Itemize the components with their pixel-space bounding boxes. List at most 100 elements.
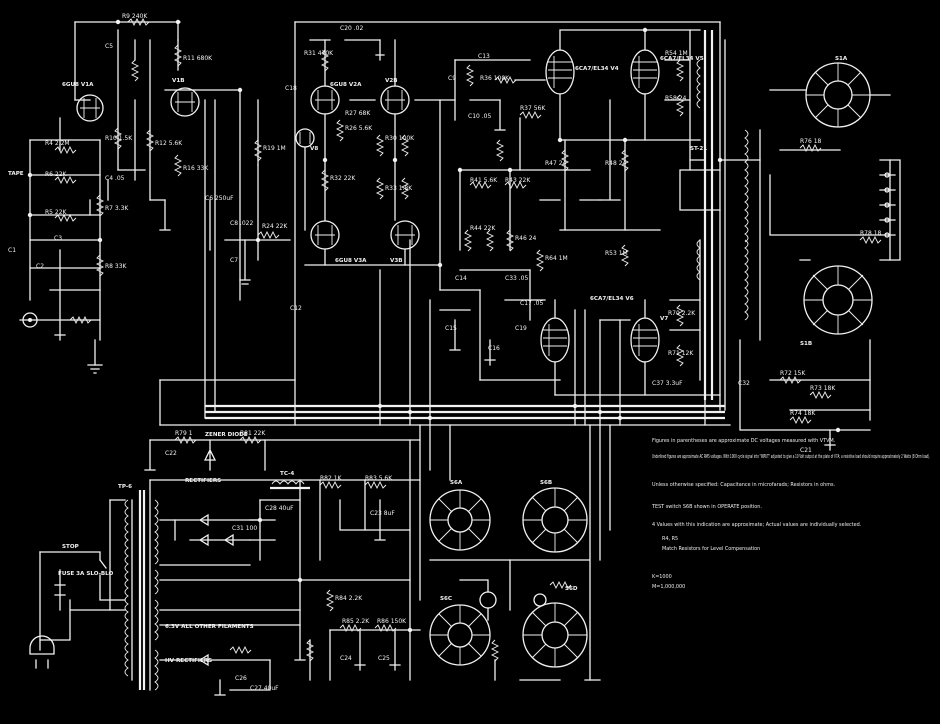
resistor-label: R32 22K (330, 175, 356, 182)
resistor-label: R74 18K (790, 410, 816, 417)
zener-label: ZENER DIODE (205, 432, 248, 438)
note-line: M=1,000,000 (652, 584, 685, 590)
resistor-label: R84 2.2K (335, 595, 363, 602)
capacitor-label: C22 (165, 450, 177, 457)
capacitor-label: C8 .022 (230, 220, 253, 227)
capacitor-label: C17 .05 (520, 300, 543, 307)
capacitor-label: C7 (230, 257, 238, 264)
resistor-label: R43 22K (505, 177, 531, 184)
tube-label: 6GU8 V1A (62, 82, 94, 88)
resistor-label: R79 1 (175, 430, 193, 437)
capacitor-label: C31 100 (232, 525, 257, 532)
tube-label: 6CA7/EL34 V4 (575, 66, 619, 72)
resistor-label: R73 18K (810, 385, 836, 392)
resistor-label: R10 1.5K (105, 135, 133, 142)
capacitor-label: C19 (515, 325, 527, 332)
resistor-label: R33 1.8K (385, 185, 413, 192)
capacitor-label: C37 3.3uF (652, 380, 683, 387)
tube-label: 6CA7/EL34 V6 (590, 296, 634, 302)
switch-label: S6A (450, 480, 463, 486)
resistor-symbols (54, 17, 882, 662)
resistor-label: R4 2.2M (45, 140, 70, 147)
capacitor-label: C2 (36, 263, 44, 270)
capacitor-label: C13 (478, 53, 490, 60)
resistor-label: R83 5.6K (365, 475, 393, 482)
resistor-label: R41 5.6K (470, 177, 498, 184)
resistor-label: R78 18 (860, 230, 882, 237)
resistor-label: R11 680K (183, 55, 213, 62)
tube-label: 6GU8 V2A (330, 82, 362, 88)
section-labels: TAPE FUSE 3A SLO-BLO STOP RECTIFIERS HV … (8, 56, 848, 664)
resistor-label: R24 22K (262, 223, 288, 230)
output-transformer (679, 30, 761, 400)
note-line: TEST switch S6B shown in OPERATE positio… (651, 504, 762, 510)
resistor-label: R30 100K (385, 135, 415, 142)
switch-label: S1A (835, 56, 848, 62)
resistor-label: R54 1M (665, 50, 688, 57)
capacitor-label: C27 40uF (250, 685, 279, 692)
driver-wiring (304, 29, 721, 396)
bus-lines (159, 21, 731, 426)
switch-label: S6D (565, 586, 578, 592)
note-line: Underlined figures are approximate AC RM… (652, 454, 930, 460)
capacitor-label: C6 250uF (205, 195, 234, 202)
tube-label: V2B (385, 78, 398, 84)
note-line: R4, R5 (662, 536, 678, 542)
resistor-label: R47 24 (545, 160, 567, 167)
power-supply (124, 424, 421, 696)
capacitor-label: C21 (800, 447, 812, 454)
capacitor-label: C24 (340, 655, 352, 662)
resistor-label: R64 1M (545, 255, 568, 262)
junction-dots (27, 19, 841, 633)
resistor-label: R70 2.2K (668, 310, 696, 317)
output-xfmr-label: ST-21 (690, 146, 707, 152)
capacitor-label: C28 40uF (265, 505, 294, 512)
resistor-label: R81 22K (240, 430, 266, 437)
rectifier-label: RECTIFIERS (185, 478, 221, 484)
capacitor-label: C18 (285, 85, 297, 92)
test-switches (429, 424, 611, 681)
tube-label: V3B (390, 258, 403, 264)
capacitor-label: C12 (290, 305, 302, 312)
capacitor-label: C20 .02 (340, 25, 363, 32)
resistor-label: R12 5.6K (155, 140, 183, 147)
capacitor-label: C26 (235, 675, 247, 682)
resistor-label: R82 1K (320, 475, 343, 482)
capacitor-label: C3 (54, 235, 62, 242)
capacitor-label: C1 (8, 247, 16, 254)
capacitor-label: C10 .05 (468, 113, 491, 120)
resistor-label: R86 150K (377, 618, 407, 625)
capacitor-label: C9 (448, 75, 456, 82)
resistor-label: R36 100K (480, 75, 510, 82)
capacitor-label: C5 (105, 43, 113, 50)
note-line: Unless otherwise specified: Capacitance … (652, 482, 836, 488)
switch-label: S6B (540, 480, 552, 486)
resistor-label: R7 3.3K (105, 205, 129, 212)
tape-label: TAPE (8, 171, 24, 177)
capacitor-label: C4 .05 (105, 175, 125, 182)
input-stage (19, 21, 291, 374)
switch-label: S6C (440, 596, 452, 602)
resistor-label: R9 240K (122, 13, 148, 20)
tube-label: V1B (172, 78, 185, 84)
capacitor-label: C16 (488, 345, 500, 352)
tube-label: 6CA7/EL34 V5 (660, 56, 704, 62)
resistor-label: R5 22K (45, 209, 68, 216)
capacitor-label: C23 8uF (370, 510, 395, 517)
capacitor-labels: C1 C2 C3 C4 .05 C5 C6 250uF C7 C8 .022 C… (8, 25, 812, 692)
resistor-label: R27 68K (345, 110, 371, 117)
component-labels: R9 240K R11 680K R31 470K R4 2.2M R6 22K… (45, 13, 882, 625)
mains-input (22, 312, 126, 669)
tube-label: 6GU8 V3A (335, 258, 367, 264)
selector-switches-right (739, 62, 901, 451)
tube-label: V7 (660, 316, 668, 322)
resistor-label: R31 470K (304, 50, 334, 57)
resistor-label: R85 2.2K (342, 618, 370, 625)
capacitor-label: C32 (738, 380, 750, 387)
hv-rectifier-label: HV RECTIFIERS (165, 658, 212, 664)
resistor-label: R71 12K (668, 350, 694, 357)
capacitor-label: C33 .05 (505, 275, 528, 282)
resistor-label: R26 5.6K (345, 125, 373, 132)
resistor-label: R76 18 (800, 138, 822, 145)
